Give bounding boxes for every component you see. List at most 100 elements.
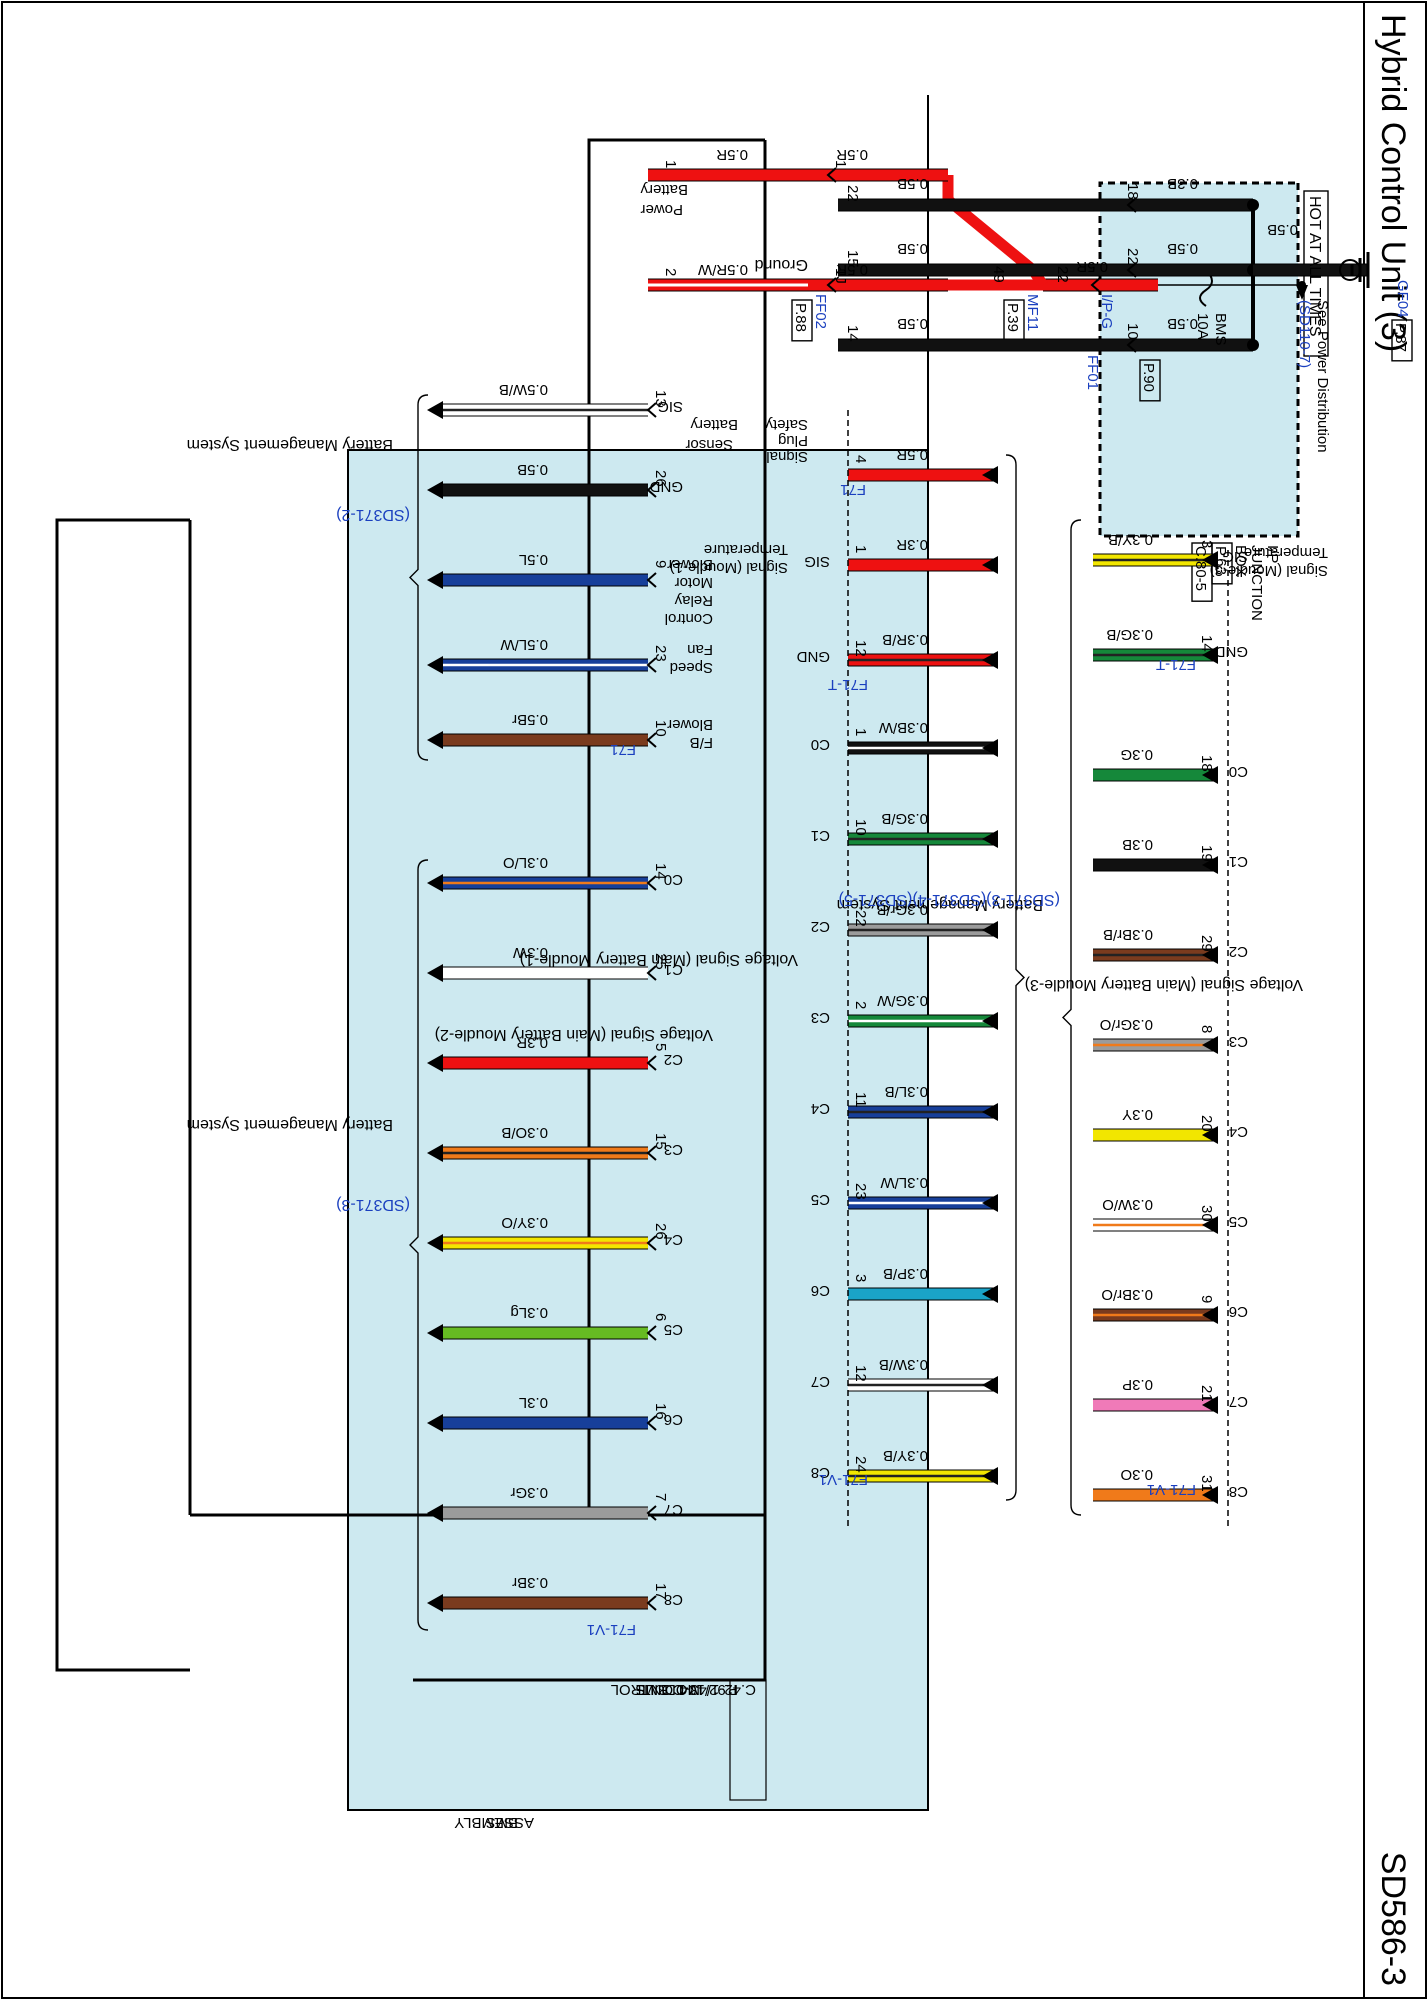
module1-label: Voltage Signal (Main Battery Moudle-1) — [520, 951, 798, 968]
bms-sd371-2-brace — [409, 394, 429, 761]
module2-chevron-C6 — [646, 1415, 657, 1431]
module3-temp-tag-GND: GND — [1215, 643, 1249, 660]
module3-wire-label-C4: 0.3Y — [1122, 1106, 1153, 1123]
blower-label-3-2: F/B — [690, 734, 713, 751]
module3-tag-C4: C4 — [1229, 1123, 1248, 1140]
module3-temp-pin-GND: 14 — [1198, 635, 1215, 652]
module3-wire-label-C5: 0.3W/O — [1102, 1196, 1153, 1213]
page-title: Hybrid Control Unit (3) — [1374, 14, 1412, 352]
safety-plug-label-1: Safety — [765, 416, 808, 433]
ff02-pin-1: 1 — [832, 160, 849, 168]
module1-wire-label-C5: 0.3L/W — [880, 1174, 928, 1191]
module1-tag-C7: C7 — [811, 1373, 830, 1390]
module2-tag-C8: C8 — [664, 1591, 683, 1608]
module3-arrow-C2 — [1202, 946, 1218, 964]
ground-inner-wire-3: 0.5B — [897, 315, 928, 332]
module2-label: Voltage Signal (Main Battery Moudle-2) — [435, 1026, 713, 1043]
module1-pin-C4: 11 — [852, 1092, 869, 1108]
safety-plug-arrow — [982, 466, 998, 484]
module2-pin-C6: 16 — [652, 1403, 669, 1420]
page-code: SD586-3 — [1374, 1852, 1412, 1986]
module1-pin-C5: 23 — [852, 1183, 869, 1200]
module1-arrow-C5 — [982, 1194, 998, 1212]
module2-pin-C5: 6 — [652, 1313, 669, 1321]
module2-arrow-C2 — [427, 1054, 443, 1072]
module3-wire-label-C6: 0.3Br/O — [1101, 1286, 1153, 1303]
module1-arrow-C1 — [982, 830, 998, 848]
ground-outer-wire-2: 0.5B — [1167, 240, 1198, 257]
module3-bms-label: Battery Management System — [837, 896, 1043, 913]
module3-tag-C6: C6 — [1229, 1303, 1248, 1320]
module1-pin-C6: 3 — [852, 1274, 869, 1282]
module2-wire-label-C8: 0.3Br — [512, 1574, 548, 1591]
module1-temp-tag-GND: GND — [797, 648, 831, 665]
blower-connector: F71 — [610, 741, 636, 758]
top-chevron-3 — [646, 572, 657, 588]
junction-box-ref-b-frame — [1191, 542, 1213, 602]
module2-chevron-C1 — [646, 965, 657, 981]
blower-label-3-1: Blower — [667, 716, 713, 733]
ff02-ref-frame — [791, 299, 813, 342]
module2-pin-C8: 17 — [652, 1583, 669, 1600]
module2-pin-C2: 5 — [652, 1043, 669, 1051]
blower-label-1-1: Blower — [667, 556, 713, 573]
module3-pin-C0: 18 — [1198, 755, 1215, 772]
module1-tag-C8: C8 — [811, 1464, 830, 1481]
module2-pin-C7: 7 — [652, 1493, 669, 1501]
module3-label: Voltage Signal (Main Battery Moudle-3) — [1025, 976, 1303, 993]
bms-assembly-line-2: ASSEMBLY — [454, 1814, 534, 1831]
ff01-ref-frame — [1139, 359, 1161, 402]
module2-tag-C6: C6 — [664, 1411, 683, 1428]
module1-pin-C1: 10 — [852, 819, 869, 836]
wire-mf11-split-top — [942, 175, 1048, 289]
module2-wire-label-C5: 0.3Lg — [510, 1304, 548, 1321]
module2-arrow-C5 — [427, 1324, 443, 1342]
see-dist-arrow — [1296, 285, 1308, 300]
mf11-connector: MF11 — [1024, 294, 1041, 331]
module2-chevron-C3 — [646, 1145, 657, 1161]
module1-tag-C4: C4 — [811, 1100, 830, 1117]
ground-pin-1: 22 — [844, 185, 861, 202]
ff02-chevron-2 — [826, 277, 837, 293]
module3-arrow-C1 — [1202, 856, 1218, 874]
module3-box — [55, 518, 192, 1672]
ff01-ref: P.90 — [1140, 363, 1157, 392]
top-pin-4: 23 — [652, 645, 669, 662]
module1-tag-C1: C1 — [811, 827, 830, 844]
top-pin-3: 9 — [652, 560, 669, 568]
module1-tag-C2: C2 — [811, 918, 830, 935]
bms-assembly-box — [347, 95, 929, 1811]
module2-arrow-C1 — [427, 964, 443, 982]
ground-outer-wire-3: 0.5B — [1167, 315, 1198, 332]
module2-arrow-C3 — [427, 1144, 443, 1162]
module3-pin-C1: 19 — [1198, 845, 1215, 862]
module1-pin-C8: 24 — [852, 1456, 869, 1473]
module2-chevron-C2 — [646, 1055, 657, 1071]
ff02-chevron-1 — [826, 167, 837, 183]
sensor-tag-2: GND — [650, 478, 684, 495]
module2-wire-label-C1: 0.3W — [512, 944, 548, 961]
ground-inner-wire-1: 0.5B — [897, 175, 928, 192]
module3-wire-label-C8: 0.3O — [1120, 1466, 1153, 1483]
top-wire-label-5: 0.5Br — [512, 711, 548, 728]
module1-temp-wire-label-GND: 0.3R/B — [882, 631, 928, 648]
top-pin-5: 10 — [652, 720, 669, 737]
module1-arrow-C3 — [982, 1012, 998, 1030]
ff02-ref: P.88 — [792, 303, 809, 332]
ff01-pin-1: 18 — [1124, 183, 1141, 200]
safety-plug-label-2: Plug — [778, 432, 808, 449]
ff01-chevron-3 — [1126, 337, 1137, 353]
hot-at-all-times-label: HOT AT ALL TIMES — [1306, 196, 1323, 337]
battery-power-pin-2: 2 — [662, 268, 679, 276]
blower-label-1-4: Control — [665, 610, 713, 627]
module3-wire-label-C3: 0.3Gr/O — [1100, 1016, 1153, 1033]
battery-sensor-label-1: Battery — [690, 416, 738, 433]
module1-inner-box — [587, 138, 765, 1517]
module2-wire-label-C0: 0.3L/O — [503, 854, 548, 871]
module2-tag-C3: C3 — [664, 1141, 683, 1158]
module2-tag-C2: C2 — [664, 1051, 683, 1068]
ground-inner-wire-2: 0.5B — [897, 240, 928, 257]
ff02-connector: FF02 — [812, 294, 829, 329]
module1-temp-label-2: Signal (Moudle-1) — [670, 559, 788, 576]
top-wire-arrow-1 — [427, 401, 443, 419]
